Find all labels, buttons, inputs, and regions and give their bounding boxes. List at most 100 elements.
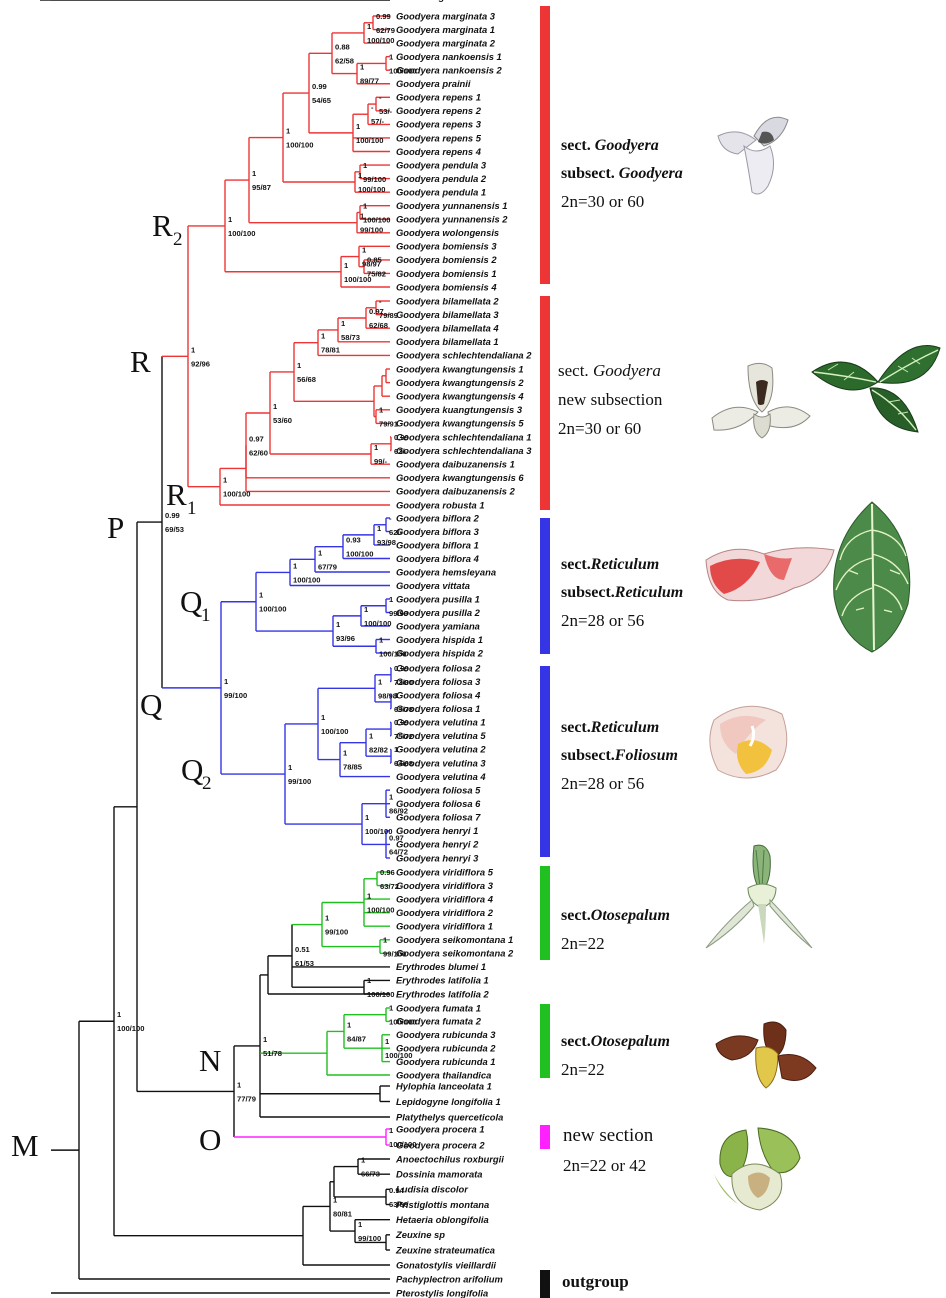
bootstrap-support: 62/60 bbox=[249, 448, 268, 457]
taxon-label: Hetaeria oblongifolia bbox=[396, 1214, 489, 1225]
posterior-probability: 1 bbox=[273, 402, 278, 411]
taxon-label: Goodyera viridiflora 5 bbox=[396, 866, 494, 877]
taxon-label: Goodyera bilamellata 4 bbox=[396, 323, 499, 334]
posterior-probability: 1 bbox=[358, 1220, 363, 1229]
bootstrap-support: 75/72 bbox=[394, 732, 413, 741]
bootstrap-support: 100/100 bbox=[365, 827, 392, 836]
bootstrap-support: 53/60 bbox=[273, 416, 292, 425]
posterior-probability: 0.97 bbox=[249, 434, 264, 443]
taxon-label: Goodyera henryi 3 bbox=[396, 852, 479, 863]
bootstrap-support: 100/100 bbox=[389, 1018, 416, 1027]
taxon-label: Goodyera schlechtendaliana 1 bbox=[396, 431, 531, 442]
bootstrap-support: 98/97 bbox=[362, 260, 381, 269]
taxon-label: Goodyera pusilla 1 bbox=[396, 593, 480, 604]
clade-label-r2: R bbox=[152, 208, 173, 243]
taxon-label: Goodyera yunnanensis 2 bbox=[396, 214, 508, 225]
taxon-label: Goodyera pendula 3 bbox=[396, 159, 487, 170]
taxon-label: Goodyera thailandica bbox=[396, 1069, 491, 1080]
taxon-label: Goodyera schlechtendaliana 2 bbox=[396, 350, 532, 361]
bootstrap-support: 95/87 bbox=[252, 183, 271, 192]
taxon-label: Goodyera kwangtungensis 2 bbox=[396, 377, 524, 388]
taxon-label: Goodyera foliosa 6 bbox=[396, 798, 481, 809]
posterior-probability: 1 bbox=[288, 763, 293, 772]
taxon-label: Goodyera repens 4 bbox=[396, 146, 482, 157]
bootstrap-support: 78/85 bbox=[343, 763, 363, 772]
posterior-probability: 1 bbox=[356, 122, 361, 131]
posterior-probability: 1 bbox=[385, 1037, 390, 1046]
clade-label-o: O bbox=[199, 1122, 221, 1157]
section-bar-outgroup bbox=[540, 1270, 550, 1298]
taxon-label: Goodyera pendula 1 bbox=[396, 186, 486, 197]
taxon-label: Goodyera vittata bbox=[396, 580, 470, 591]
taxon-label: Goodyera marginata 3 bbox=[396, 10, 496, 21]
posterior-probability: 1 bbox=[369, 732, 374, 741]
taxon-label: Goodyera yamiana bbox=[396, 620, 480, 631]
taxon-label: Goodyera viridiflora 2 bbox=[396, 907, 494, 918]
posterior-probability: 1 bbox=[223, 476, 228, 485]
posterior-probability: 1 bbox=[293, 561, 298, 570]
taxon-label: Goodyera procera 1 bbox=[396, 1123, 485, 1134]
flower-goodyera-photo bbox=[708, 106, 806, 204]
annotation-otosepalum-1: sect.Otosepalum 2n=22 bbox=[561, 902, 670, 958]
bootstrap-support: 64/72 bbox=[389, 847, 408, 856]
taxon-label: Goodyera pusilla 2 bbox=[396, 607, 481, 618]
posterior-probability: 1 bbox=[389, 1004, 394, 1013]
bootstrap-support: 62/- bbox=[389, 528, 403, 537]
annotation-reticulum: sect.Reticulum subsect.Reticulum 2n=28 o… bbox=[561, 551, 683, 635]
taxon-label: Zeuxine sp bbox=[395, 1229, 445, 1240]
bootstrap-support: 62/- bbox=[394, 447, 408, 456]
taxon-label: Anoectochilus roxburgii bbox=[395, 1153, 504, 1164]
posterior-probability: 0.51 bbox=[295, 945, 311, 954]
bootstrap-support: 99/100 bbox=[383, 950, 406, 959]
taxon-label: Pristiglottis montana bbox=[396, 1199, 489, 1210]
taxon-label: Goodyera marginata 1 bbox=[396, 24, 495, 35]
clade-label-q2-subscript: 2 bbox=[202, 773, 212, 794]
posterior-probability: 1 bbox=[286, 127, 291, 136]
clade-label-p: P bbox=[107, 510, 124, 545]
bootstrap-support: 100/100 bbox=[385, 1051, 412, 1060]
taxon-label: Goodyera nankoensis 1 bbox=[396, 51, 502, 62]
taxon-label: Zeuxine strateumatica bbox=[395, 1244, 495, 1255]
taxon-label: Pterostylis longifolia bbox=[396, 1287, 488, 1298]
taxon-label: Goodyera kuangtungensis 3 bbox=[396, 404, 523, 415]
bootstrap-support: 78/81 bbox=[321, 346, 341, 355]
posterior-probability: 0.99 bbox=[394, 718, 409, 727]
bootstrap-support: 100/100 bbox=[321, 727, 348, 736]
bootstrap-support: 86/92 bbox=[389, 807, 408, 816]
taxon-label: Goodyera repens 5 bbox=[396, 132, 482, 143]
posterior-probability: 1 bbox=[191, 345, 196, 354]
taxon-label: Lepidogyne longifolia 1 bbox=[396, 1096, 501, 1107]
taxon-label: Goodyera kwangtungensis 4 bbox=[396, 391, 524, 402]
taxon-label: Erythrodes latifolia 1 bbox=[396, 975, 489, 986]
bootstrap-support: 100/100 bbox=[286, 141, 313, 150]
posterior-probability: 1 bbox=[325, 914, 330, 923]
bootstrap-support: 98/100 bbox=[54, 0, 77, 2]
flower-new-section-photo bbox=[708, 1124, 808, 1214]
clade-label-r: R bbox=[130, 344, 151, 379]
bootstrap-support: 100/100 bbox=[228, 229, 255, 238]
taxon-label: Goodyera bomiensis 1 bbox=[396, 268, 497, 279]
posterior-probability: 1 bbox=[347, 1020, 352, 1029]
taxon-label: Goodyera bomiensis 4 bbox=[396, 281, 497, 292]
bootstrap-support: 100/100 bbox=[358, 185, 385, 194]
taxon-label: Goodyera foliosa 5 bbox=[396, 784, 481, 795]
posterior-probability: 1 bbox=[389, 595, 394, 604]
posterior-probability: 1 bbox=[228, 215, 233, 224]
flower-goodyera-new-photo bbox=[710, 360, 814, 452]
posterior-probability: 0.99 bbox=[394, 664, 409, 673]
taxon-label: Goodyera repens 1 bbox=[396, 92, 481, 103]
taxon-label: Goodyera foliosa 7 bbox=[396, 812, 481, 823]
bootstrap-support: 100/100 bbox=[356, 136, 383, 145]
taxon-label: Pachyplectron arifolium bbox=[396, 1273, 503, 1284]
posterior-probability: 0.88 bbox=[335, 42, 350, 51]
taxon-label: Goodyera biflora 1 bbox=[396, 539, 479, 550]
posterior-probability: 1 bbox=[259, 591, 264, 600]
posterior-probability: 1 bbox=[378, 677, 383, 686]
bootstrap-support: 72/80 bbox=[394, 678, 413, 687]
leaf-goodyera-new-photo bbox=[808, 342, 944, 440]
leaf-reticulum-photo bbox=[828, 500, 916, 654]
taxon-label: Platythelys querceticola bbox=[396, 1111, 503, 1122]
bootstrap-support: 99/100 bbox=[224, 691, 247, 700]
section-bar-otosepalum-1 bbox=[540, 866, 550, 960]
